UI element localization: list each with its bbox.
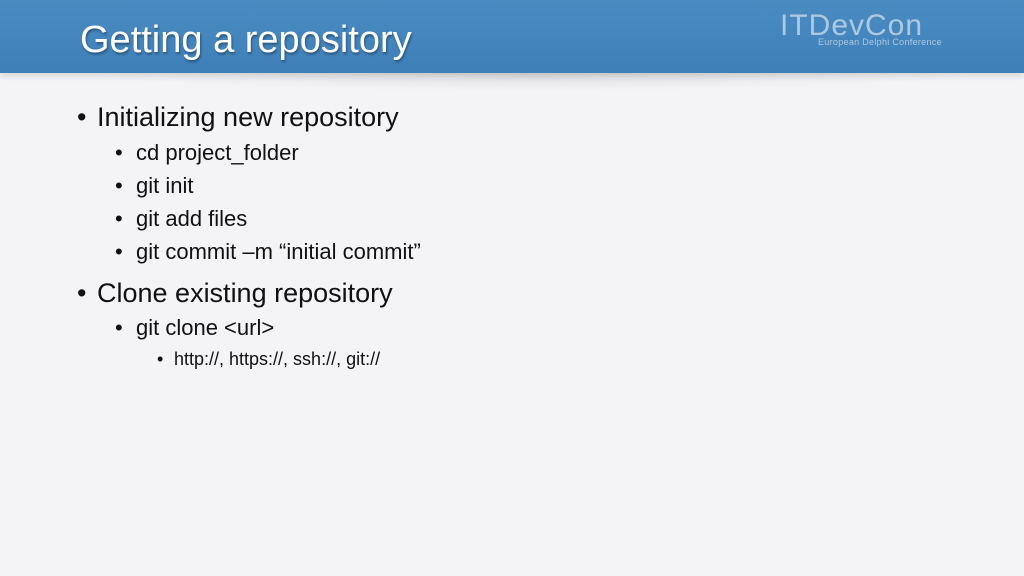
bullet-text: Initializing new repository	[97, 102, 399, 132]
bullet-item: • git add files	[115, 205, 247, 233]
bullet-dot: •	[115, 140, 123, 165]
itdevcon-logo: ITDevCon European Delphi Conference	[780, 10, 980, 50]
bullet-text: http://, https://, ssh://, git://	[174, 349, 381, 369]
bullet-text: Clone existing repository	[97, 278, 393, 308]
slide-title: Getting a repository	[80, 19, 412, 61]
bullet-text: git init	[136, 173, 194, 198]
bullet-item: • git commit –m “initial commit”	[115, 238, 421, 266]
logo-text: ITDevCon	[780, 9, 924, 42]
title-bar: Getting a repository ITDevCon European D…	[0, 0, 1024, 73]
bullet-dot: •	[115, 173, 123, 198]
bullet-dot: •	[77, 278, 87, 308]
bullet-text: git commit –m “initial commit”	[136, 239, 421, 264]
bullet-dot: •	[115, 315, 123, 340]
bullet-item: • git clone <url>	[115, 314, 274, 342]
bullet-text: git add files	[136, 206, 248, 231]
bullet-item: • Clone existing repository	[77, 277, 393, 309]
bullet-item: • cd project_folder	[115, 139, 299, 167]
bullet-text: cd project_folder	[136, 140, 299, 165]
header-shadow	[80, 73, 980, 91]
bullet-item: • git init	[115, 172, 193, 200]
bullet-dot: •	[77, 102, 87, 132]
bullet-item: • http://, https://, ssh://, git://	[157, 348, 380, 370]
bullet-text: git clone <url>	[136, 315, 275, 340]
bullet-item: • Initializing new repository	[77, 101, 399, 133]
bullet-dot: •	[115, 239, 123, 264]
bullet-dot: •	[157, 349, 164, 369]
bullet-dot: •	[115, 206, 123, 231]
logo-subtitle: European Delphi Conference	[818, 37, 942, 47]
